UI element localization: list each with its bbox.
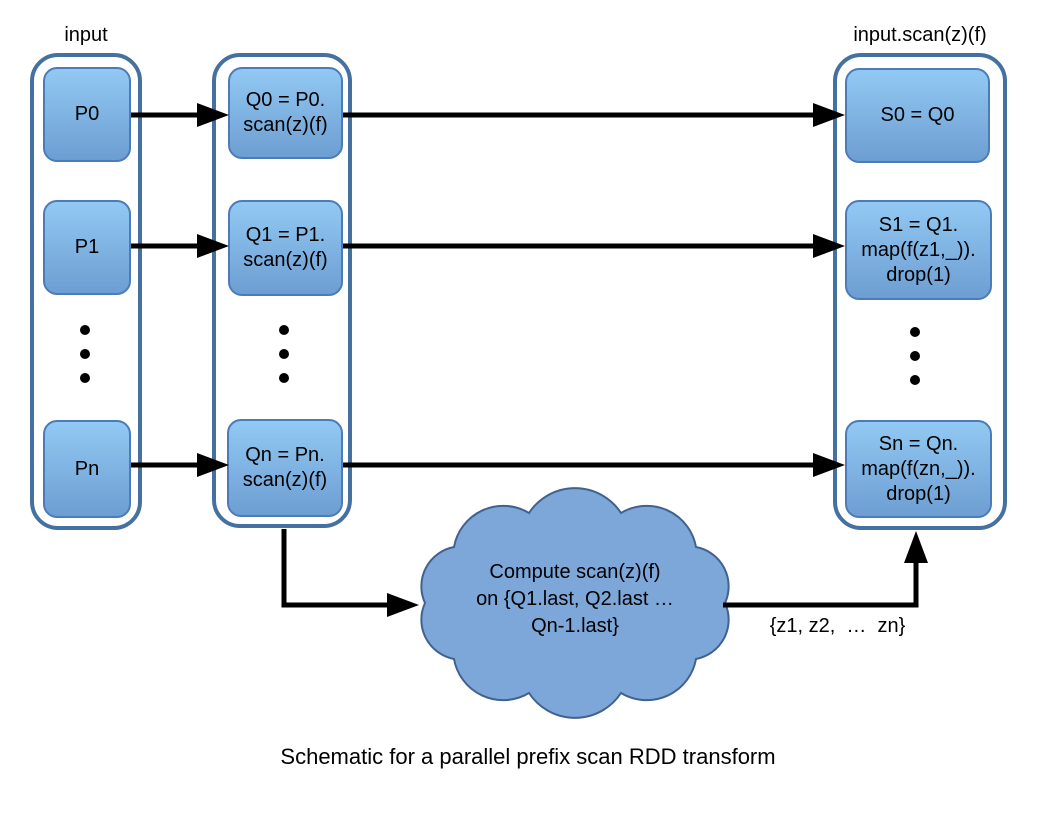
box-q0: Q0 = P0. scan(z)(f) [228, 67, 343, 159]
dot-icon [279, 373, 289, 383]
dot-icon [279, 349, 289, 359]
dot-icon [910, 351, 920, 361]
arrow-qn-sn [343, 453, 845, 477]
compute-cloud-label: Compute scan(z)(f) on {Q1.last, Q2.last … [476, 561, 674, 637]
box-pn: Pn [43, 420, 131, 518]
ellipsis-dots-input [80, 325, 90, 383]
box-p0: P0 [43, 67, 131, 162]
dot-icon [80, 349, 90, 359]
dot-icon [80, 373, 90, 383]
box-s1: S1 = Q1. map(f(z1,_)). drop(1) [845, 200, 992, 300]
dot-icon [279, 325, 289, 335]
box-p1: P1 [43, 200, 131, 295]
ellipsis-dots-output [910, 327, 920, 385]
dot-icon [910, 327, 920, 337]
box-s0: S0 = Q0 [845, 68, 990, 163]
input-column-label: input [64, 24, 108, 46]
box-qn: Qn = Pn. scan(z)(f) [227, 419, 343, 517]
box-sn: Sn = Qn. map(f(zn,_)). drop(1) [845, 420, 992, 518]
z-set-label: {z1, z2, … zn} [769, 615, 906, 637]
ellipsis-dots-scan [279, 325, 289, 383]
arrow-q1-s1 [343, 234, 845, 258]
dot-icon [910, 375, 920, 385]
box-q1: Q1 = P1. scan(z)(f) [228, 200, 343, 296]
dot-icon [80, 325, 90, 335]
arrow-q0-s0 [343, 103, 845, 127]
output-column-label: input.scan(z)(f) [853, 24, 987, 46]
diagram-caption: Schematic for a parallel prefix scan RDD… [280, 744, 776, 769]
arrow-cloud-to-sn [723, 531, 928, 608]
arrow-scan-column-to-cloud [281, 529, 419, 617]
